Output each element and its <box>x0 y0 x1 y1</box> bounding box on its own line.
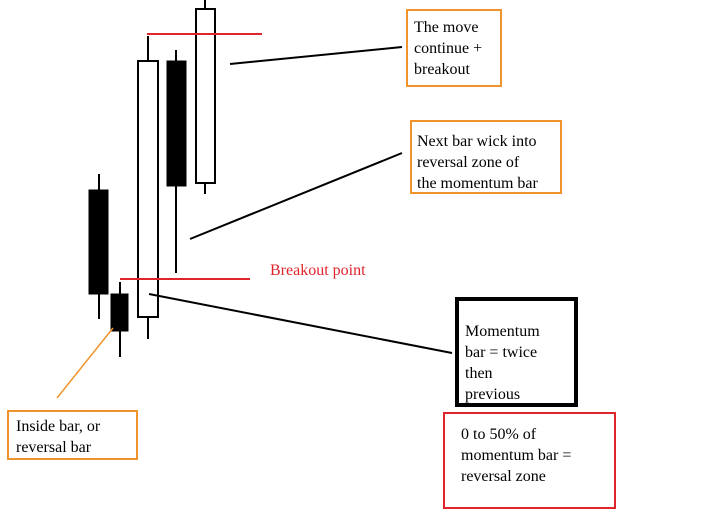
callout-line-move <box>229 46 403 65</box>
callout-line-momentum <box>148 293 453 354</box>
candle-momentum-bar <box>137 36 159 339</box>
move-continue-text: The move continue + breakout <box>414 19 483 78</box>
reversal-zone-text: 0 to 50% of momentum bar = reversal zone <box>461 426 572 485</box>
inside-bar-text: Inside bar, or reversal bar <box>16 418 101 456</box>
candle-bearish-1 <box>88 174 109 319</box>
momentum-bar-text: Momentum bar = twice then previous <box>465 323 540 403</box>
inside-bar-box: Inside bar, or reversal bar <box>7 410 138 460</box>
momentum-bar-box: Momentum bar = twice then previous <box>455 297 578 407</box>
reversal-zone-box: 0 to 50% of momentum bar = reversal zone <box>443 412 616 509</box>
candle-breakout-bar <box>195 0 216 194</box>
callout-line-wick <box>189 152 403 240</box>
move-continue-box: The move continue + breakout <box>406 9 502 87</box>
candle-bearish-wick-bar <box>166 50 187 273</box>
next-bar-wick-box: Next bar wick into reversal zone of the … <box>410 120 562 194</box>
pointer-line-inside <box>56 327 114 399</box>
candle-inside-bar <box>110 282 129 357</box>
next-bar-wick-text: Next bar wick into reversal zone of the … <box>417 133 538 192</box>
breakout-point-label: Breakout point <box>270 262 366 279</box>
